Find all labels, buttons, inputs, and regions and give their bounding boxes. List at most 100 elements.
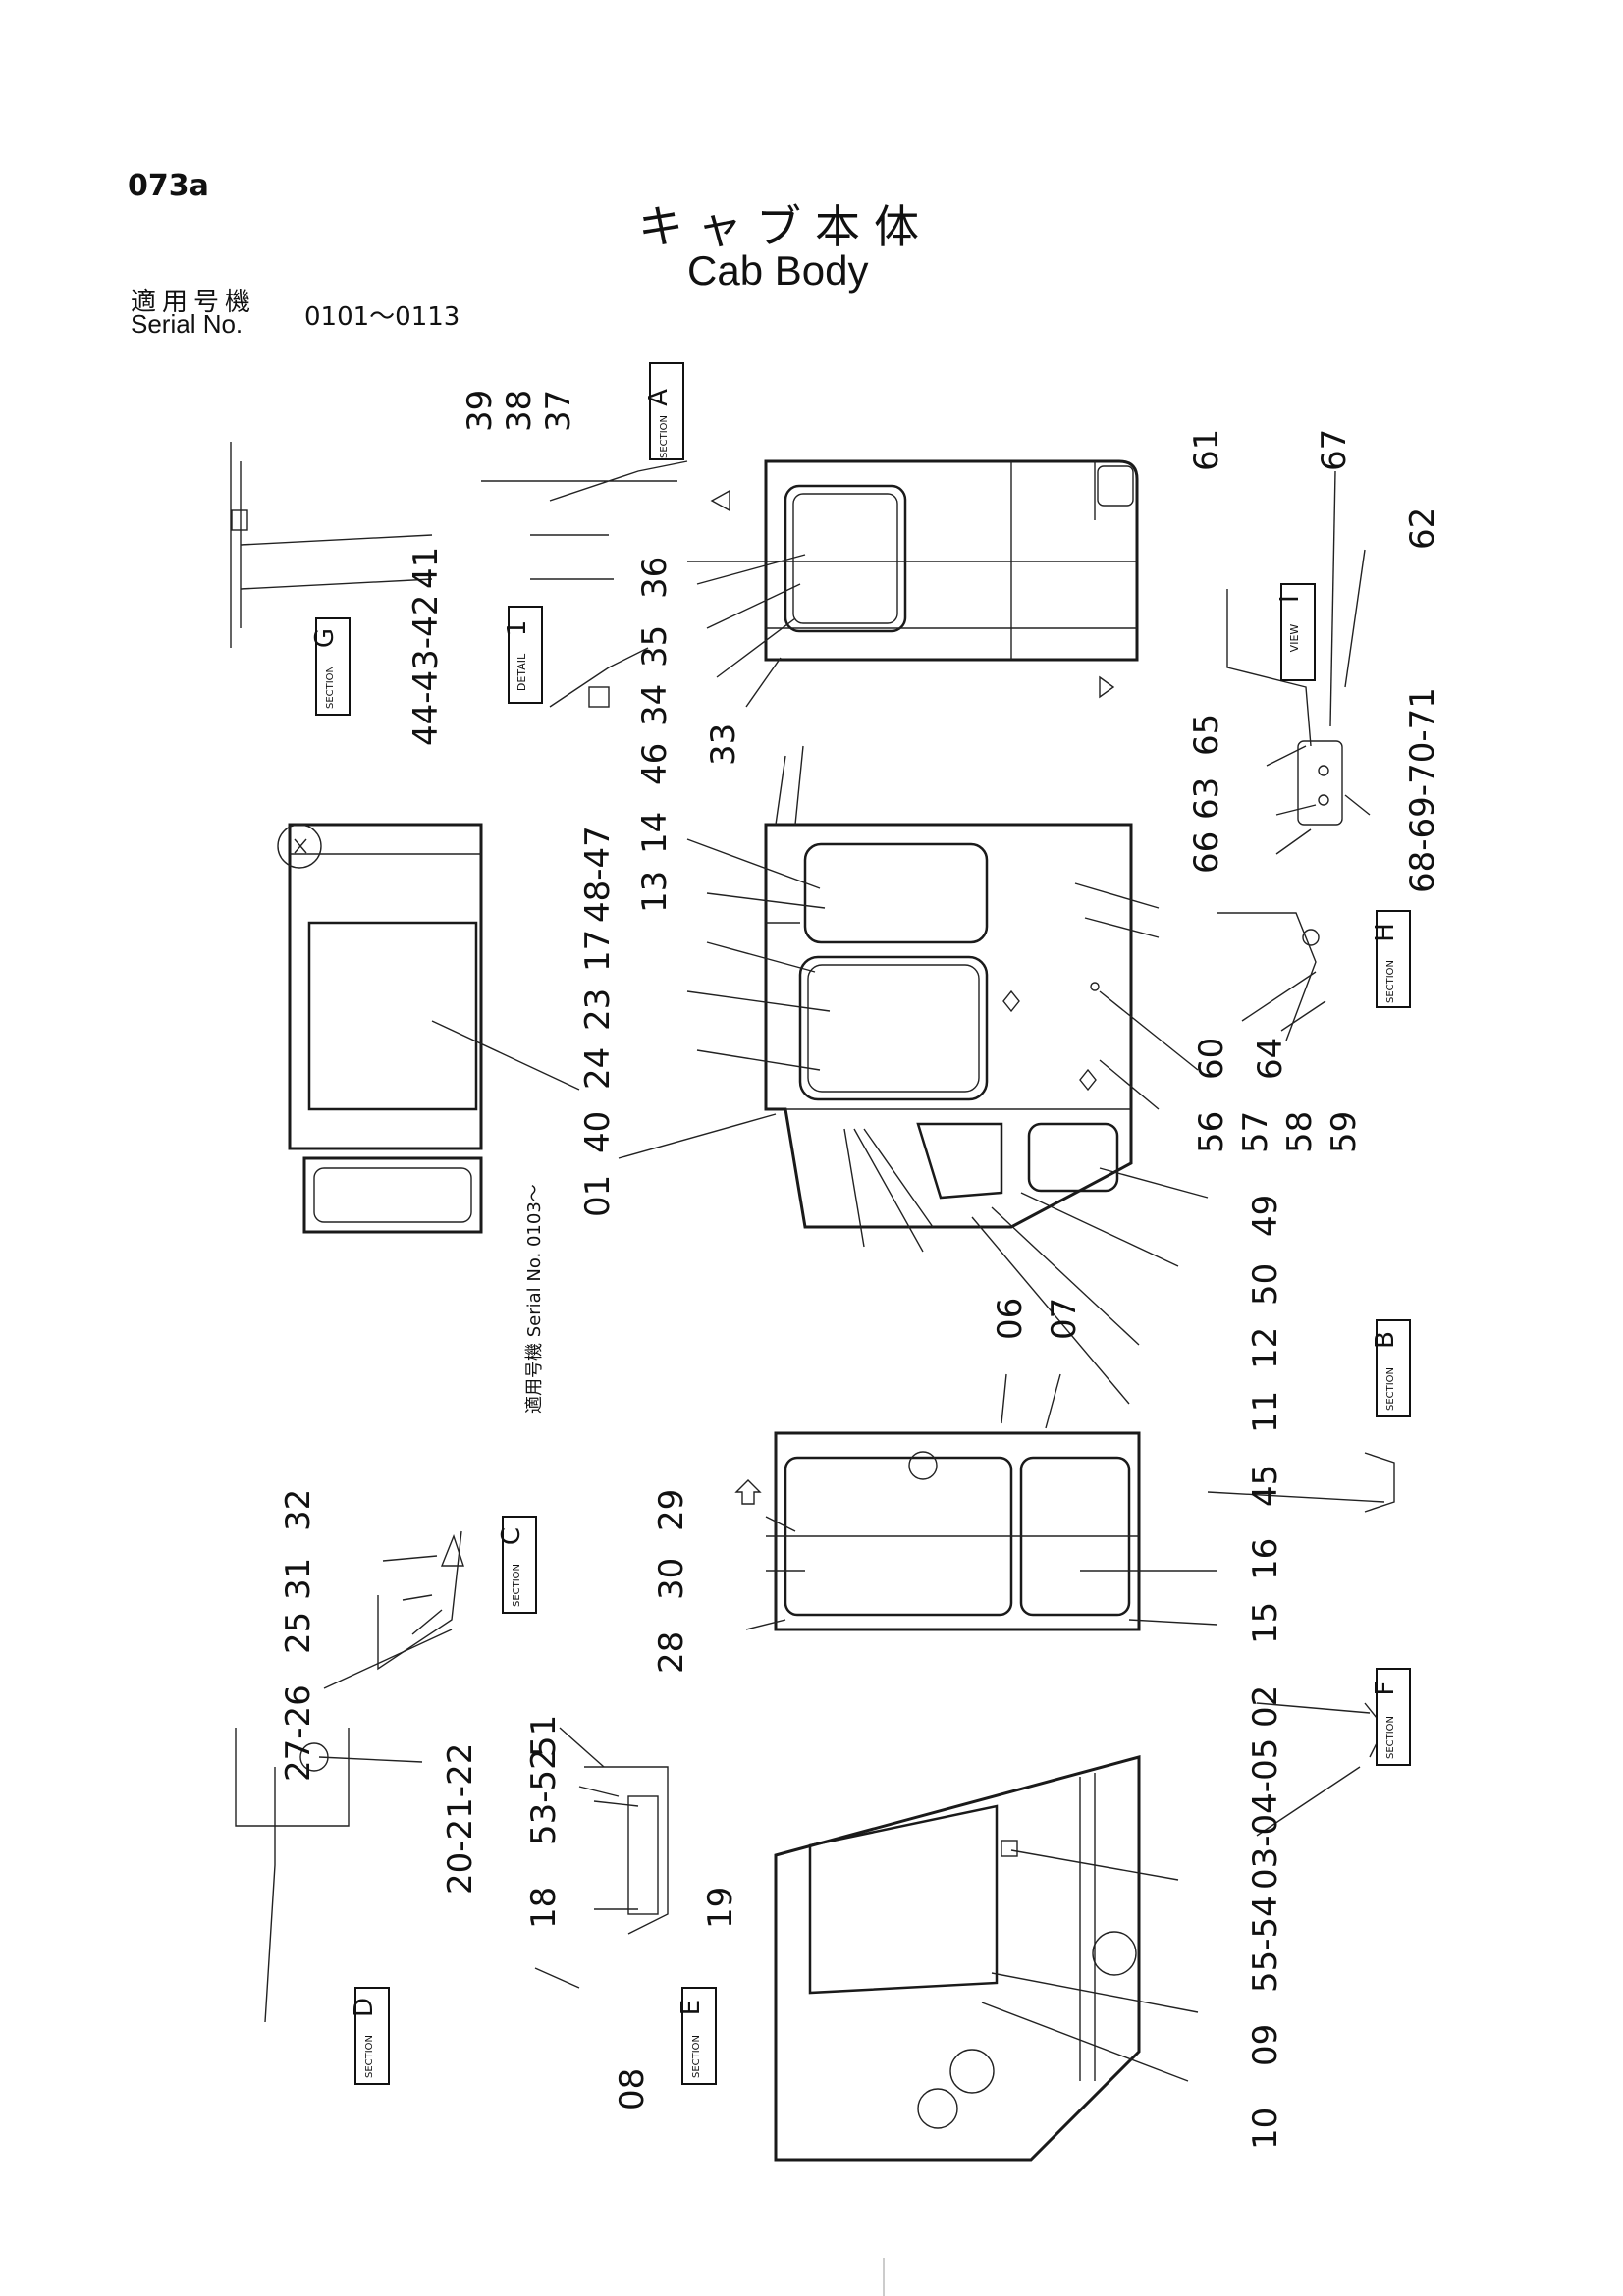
callout-33: 33	[704, 723, 743, 766]
callout-35: 35	[635, 625, 675, 667]
serial-range: 0101～0113	[304, 302, 460, 332]
detail-tag-1-number: 1	[503, 620, 532, 637]
callout-30: 30	[652, 1558, 691, 1600]
section-tag-e: E SECTION	[676, 1987, 717, 2085]
callout-32: 32	[279, 1489, 318, 1531]
section-tag-d-word: SECTION	[364, 2035, 375, 2078]
callout-25: 25	[279, 1612, 318, 1654]
callout-45: 45	[1246, 1465, 1285, 1507]
callout-10: 10	[1246, 2108, 1285, 2150]
page-title: Cab Body	[687, 247, 869, 294]
callout-64: 64	[1251, 1038, 1290, 1080]
page-title-japanese: キャブ本体	[638, 200, 933, 253]
callout-18: 18	[524, 1887, 564, 1929]
cab-side-view	[764, 745, 1133, 1253]
callout-62: 62	[1403, 507, 1442, 550]
callout-36: 36	[635, 557, 675, 599]
callout-49: 49	[1246, 1195, 1285, 1237]
section-tag-c-letter: C	[497, 1527, 526, 1545]
section-tag-a-letter: A	[644, 389, 674, 406]
serial-note-c: 適用号機 Serial No. 0103～	[524, 1184, 545, 1414]
callout-65: 65	[1187, 714, 1226, 756]
section-tag-d: D SECTION	[350, 1987, 390, 2085]
callout-40: 40	[578, 1111, 618, 1153]
section-tag-f-letter: F	[1371, 1682, 1400, 1696]
section-tag-b: B SECTION	[1371, 1319, 1411, 1417]
callout-58: 58	[1280, 1111, 1320, 1153]
callout-57: 57	[1236, 1111, 1275, 1153]
section-tag-e-letter: E	[676, 2000, 706, 2015]
callout-41: 41	[406, 547, 446, 589]
callout-51: 51	[524, 1715, 564, 1757]
section-tag-f: F SECTION	[1371, 1668, 1411, 1766]
callout-31: 31	[279, 1558, 318, 1600]
callout-23: 23	[578, 988, 618, 1031]
callout-24: 24	[578, 1047, 618, 1090]
callout-39: 39	[460, 390, 500, 432]
callout-37: 37	[539, 390, 578, 432]
callout-67: 67	[1315, 429, 1354, 471]
view-tag-1: I VIEW	[1275, 583, 1316, 681]
detail-sketches	[230, 442, 1395, 2023]
callout-01: 01	[578, 1175, 618, 1217]
page-number: 073a	[128, 169, 209, 203]
callout-14: 14	[635, 812, 675, 854]
section-tag-c-word: SECTION	[512, 1564, 522, 1607]
cab-top-view	[687, 459, 1139, 699]
callout-55-54: 55-54	[1246, 1896, 1285, 1993]
serial-label-japanese: 適用号機	[131, 288, 257, 317]
section-tag-c: C SECTION	[497, 1516, 537, 1614]
callout-02: 02	[1246, 1685, 1285, 1728]
cab-rear-view	[774, 1755, 1141, 2162]
callout-08: 08	[613, 2068, 652, 2110]
callout-61: 61	[1187, 429, 1226, 471]
callout-66: 66	[1187, 831, 1226, 874]
callout-11: 11	[1246, 1391, 1285, 1433]
callout-56: 56	[1192, 1111, 1231, 1153]
section-tag-e-word: SECTION	[691, 2035, 702, 2078]
section-tag-d-letter: D	[350, 1998, 379, 2017]
section-tag-b-letter: B	[1371, 1331, 1400, 1349]
serial-label: Serial No.	[131, 309, 243, 339]
callout-44-43-42: 44-43-42	[406, 595, 446, 746]
callout-59: 59	[1325, 1111, 1364, 1153]
callout-09: 09	[1246, 2024, 1285, 2066]
section-tag-g-letter: G	[310, 628, 340, 648]
callout-27-26: 27-26	[279, 1684, 318, 1782]
section-tag-a-word: SECTION	[659, 415, 670, 458]
leader-lines	[240, 470, 1385, 2082]
callout-15: 15	[1246, 1602, 1285, 1644]
section-tag-h-letter: H	[1371, 923, 1400, 942]
section-tag-a: A SECTION	[644, 362, 684, 460]
callout-29: 29	[652, 1489, 691, 1531]
detail-tag-1: 1 DETAIL	[503, 606, 543, 704]
callout-13: 13	[635, 871, 675, 913]
callout-12: 12	[1246, 1327, 1285, 1369]
callout-53-52: 53-52	[524, 1748, 564, 1845]
section-tag-h-word: SECTION	[1385, 960, 1396, 1003]
callout-numbers: 39 38 37 41 44-43-42 36 35 34 33 46 48-4…	[279, 390, 1442, 2150]
callout-63: 63	[1187, 777, 1226, 820]
view-tag-1-word: VIEW	[1288, 624, 1301, 653]
detail-tag-1-word: DETAIL	[515, 653, 528, 691]
callout-28: 28	[652, 1631, 691, 1674]
cab-left-view	[277, 823, 483, 1234]
callout-48-47: 48-47	[578, 826, 618, 923]
section-tag-h: H SECTION	[1371, 910, 1411, 1008]
callout-60: 60	[1192, 1038, 1231, 1080]
callout-17: 17	[578, 930, 618, 972]
callout-34: 34	[635, 684, 675, 726]
callout-20-21-22: 20-21-22	[441, 1743, 480, 1895]
callout-16: 16	[1246, 1538, 1285, 1580]
callout-03-04-05: 03-04-05	[1246, 1738, 1285, 1890]
callout-50: 50	[1246, 1263, 1285, 1306]
view-tag-1-letter: I	[1275, 595, 1305, 603]
section-tag-g-word: SECTION	[325, 666, 336, 709]
callout-38: 38	[500, 390, 539, 432]
section-tag-b-word: SECTION	[1385, 1367, 1396, 1411]
cab-front-view	[734, 1431, 1141, 1631]
callout-68-69-70-71: 68-69-70-71	[1403, 687, 1442, 893]
callout-46: 46	[635, 743, 675, 785]
section-tag-g: G SECTION	[310, 617, 351, 716]
